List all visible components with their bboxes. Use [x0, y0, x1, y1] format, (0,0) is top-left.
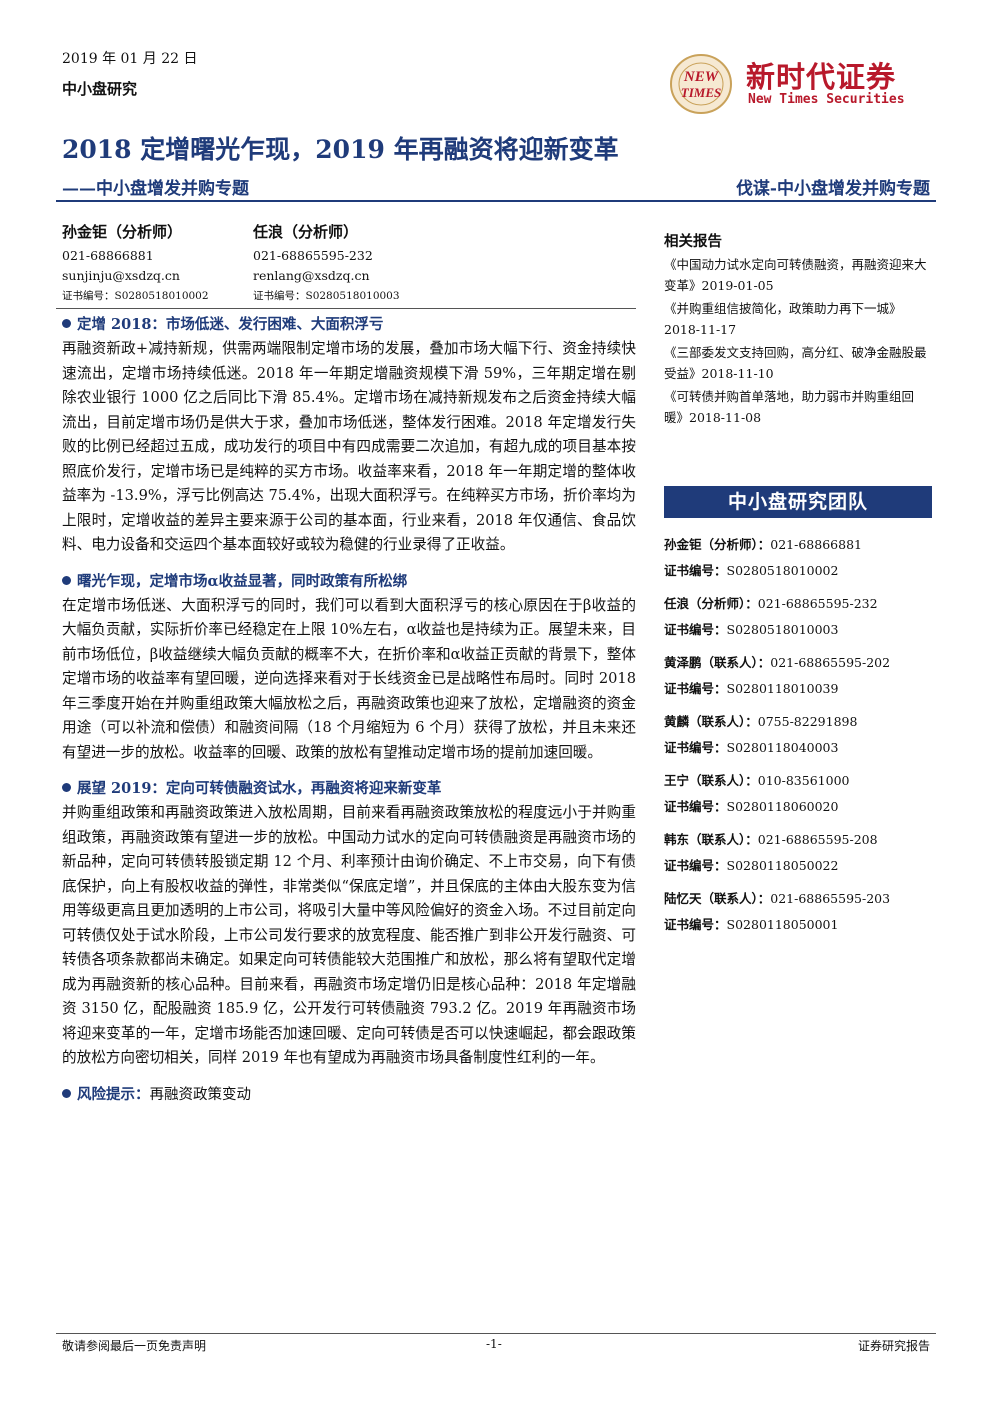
analyst-phone: 021-68865595-232 — [253, 248, 373, 263]
analyst-phone: 021-68866881 — [62, 248, 154, 263]
member-name: 黄麟（联系人）： — [664, 714, 758, 729]
header-divider — [56, 200, 936, 202]
analyst-divider — [56, 308, 636, 309]
analyst-name: 孙金钜（分析师） — [62, 223, 183, 241]
related-report-link[interactable]: 《并购重组信披简化，政策助力再下一城》2018-11-17 — [664, 301, 902, 337]
team-heading: 中小盘研究团队 — [664, 486, 932, 518]
related-reports: 相关报告 《中国动力试水定向可转债融资，再融资迎来大变革》2019-01-05 … — [664, 230, 932, 431]
team-member: 任浪（分析师）：021-68865595-232 证书编号：S028051801… — [664, 591, 932, 643]
section: 定增 2018：市场低迷、发行困难、大面积浮亏 再融资新政+减持新规，供需两端限… — [62, 313, 636, 558]
member-name: 黄泽鹏（联系人）： — [664, 655, 771, 670]
report-category: 中小盘研究 — [62, 80, 138, 98]
risk-heading: 风险提示：再融资政策变动 — [62, 1083, 636, 1107]
member-cert-label: 证书编号： — [664, 563, 727, 578]
section-heading: 定增 2018：市场低迷、发行困难、大面积浮亏 — [62, 313, 636, 337]
bullet-icon — [62, 319, 71, 328]
analyst-email[interactable]: sunjinju@xsdzq.cn — [62, 268, 180, 283]
section-body: 并购重组政策和再融资政策进入放松周期，目前来看再融资政策放松的程度远小于并购重组… — [62, 804, 636, 1066]
footer-divider — [56, 1333, 936, 1334]
member-cert-label: 证书编号： — [664, 740, 727, 755]
bullet-icon — [62, 1088, 71, 1098]
member-cert: S0280118050022 — [726, 858, 839, 873]
member-cert: S0280118010039 — [726, 681, 839, 696]
member-cert: S0280118060020 — [726, 799, 839, 814]
member-phone: 021-68865595-208 — [757, 832, 878, 847]
page-number: -1- — [486, 1337, 502, 1351]
main-content: 定增 2018：市场低迷、发行困难、大面积浮亏 再融资新政+减持新规，供需两端限… — [62, 313, 636, 1119]
section: 曙光乍现，定增市场α收益显著，同时政策有所松绑 在定增市场低迷、大面积浮亏的同时… — [62, 570, 636, 766]
team-member: 黄麟（联系人）：0755-82291898 证书编号：S028011804000… — [664, 709, 932, 761]
footer-disclaimer[interactable]: 敬请参阅最后一页免责声明 — [62, 1339, 207, 1353]
related-report-link[interactable]: 《三部委发文支持回购，高分红、破净金融股最受益》2018-11-10 — [664, 345, 927, 381]
member-phone: 0755-82291898 — [757, 714, 858, 729]
member-phone: 010-83561000 — [757, 773, 850, 788]
member-cert: S0280518010003 — [726, 622, 839, 637]
analyst-email[interactable]: renlang@xsdzq.cn — [253, 268, 370, 283]
member-name: 陆忆天（联系人）： — [664, 891, 771, 906]
report-subtitle: ——中小盘增发并购专题 — [62, 179, 249, 199]
member-cert-label: 证书编号： — [664, 917, 727, 932]
member-phone: 021-68866881 — [770, 537, 862, 552]
logo-name-cn: 新时代证券 — [746, 60, 897, 94]
member-name: 韩东（联系人）： — [664, 832, 758, 847]
section-body: 在定增市场低迷、大面积浮亏的同时，我们可以看到大面积浮亏的核心原因在于β收益的大… — [62, 596, 636, 761]
analyst-card: 孙金钜（分析师） 021-68866881 sunjinju@xsdzq.cn … — [62, 222, 209, 306]
section-heading: 曙光乍现，定增市场α收益显著，同时政策有所松绑 — [62, 570, 636, 594]
team-member: 韩东（联系人）：021-68865595-208 证书编号：S028011805… — [664, 827, 932, 879]
member-cert-label: 证书编号： — [664, 858, 727, 873]
risk-section: 风险提示：再融资政策变动 — [62, 1083, 636, 1107]
report-date: 2019 年 01 月 22 日 — [62, 51, 198, 67]
logo-name-en: New Times Securities — [748, 92, 905, 107]
team-member: 孙金钜（分析师）：021-68866881 证书编号：S028051801000… — [664, 532, 932, 584]
member-name: 任浪（分析师）： — [664, 596, 758, 611]
bullet-icon — [62, 783, 71, 792]
member-cert: S0280118050001 — [726, 917, 839, 932]
member-phone: 021-68865595-232 — [757, 596, 878, 611]
member-cert: S0280518010002 — [726, 563, 839, 578]
footer-report-type: 证券研究报告 — [857, 1339, 930, 1353]
member-cert: S0280118040003 — [726, 740, 839, 755]
report-series: 伐谋-中小盘增发并购专题 — [735, 179, 930, 199]
team-member: 王宁（联系人）：010-83561000 证书编号：S0280118060020 — [664, 768, 932, 820]
team-list: 孙金钜（分析师）：021-68866881 证书编号：S028051801000… — [664, 532, 932, 945]
company-logo: NEW TIMES 新时代证券 New Times Securities — [668, 52, 938, 116]
analyst-name: 任浪（分析师） — [253, 223, 359, 241]
risk-label: 风险提示： — [77, 1085, 150, 1103]
member-cert-label: 证书编号： — [664, 681, 727, 696]
analyst-card: 任浪（分析师） 021-68865595-232 renlang@xsdzq.c… — [253, 222, 400, 306]
member-phone: 021-68865595-203 — [770, 891, 891, 906]
section: 展望 2019：定向可转债融资试水，再融资将迎来新变革 并购重组政策和再融资政策… — [62, 777, 636, 1071]
team-member: 黄泽鹏（联系人）：021-68865595-202 证书编号：S02801180… — [664, 650, 932, 702]
section-body: 再融资新政+减持新规，供需两端限制定增市场的发展，叠加市场大幅下行、资金持续快速… — [62, 340, 636, 553]
report-title: 2018 定增曙光乍现，2019 年再融资将迎新变革 — [62, 135, 619, 164]
member-name: 王宁（联系人）： — [664, 773, 758, 788]
analyst-cert: 证书编号：S0280518010003 — [253, 290, 400, 302]
member-phone: 021-68865595-202 — [770, 655, 891, 670]
member-name: 孙金钜（分析师）： — [664, 537, 771, 552]
logo-badge-top: NEW — [683, 69, 720, 85]
related-heading: 相关报告 — [664, 233, 722, 250]
team-member: 陆忆天（联系人）：021-68865595-203 证书编号：S02801180… — [664, 886, 932, 938]
logo-badge-bottom: TIMES — [681, 85, 721, 100]
related-report-link[interactable]: 《可转债并购首单落地，助力弱市并购重组回暖》2018-11-08 — [664, 389, 915, 425]
section-heading: 展望 2019：定向可转债融资试水，再融资将迎来新变革 — [62, 777, 636, 801]
bullet-icon — [62, 575, 71, 585]
member-cert-label: 证书编号： — [664, 799, 727, 814]
member-cert-label: 证书编号： — [664, 622, 727, 637]
new-times-logo-icon: NEW TIMES — [670, 54, 732, 114]
related-report-link[interactable]: 《中国动力试水定向可转债融资，再融资迎来大变革》2019-01-05 — [664, 257, 927, 293]
analyst-cert: 证书编号：S0280518010002 — [62, 290, 209, 302]
risk-text: 再融资政策变动 — [149, 1086, 252, 1103]
